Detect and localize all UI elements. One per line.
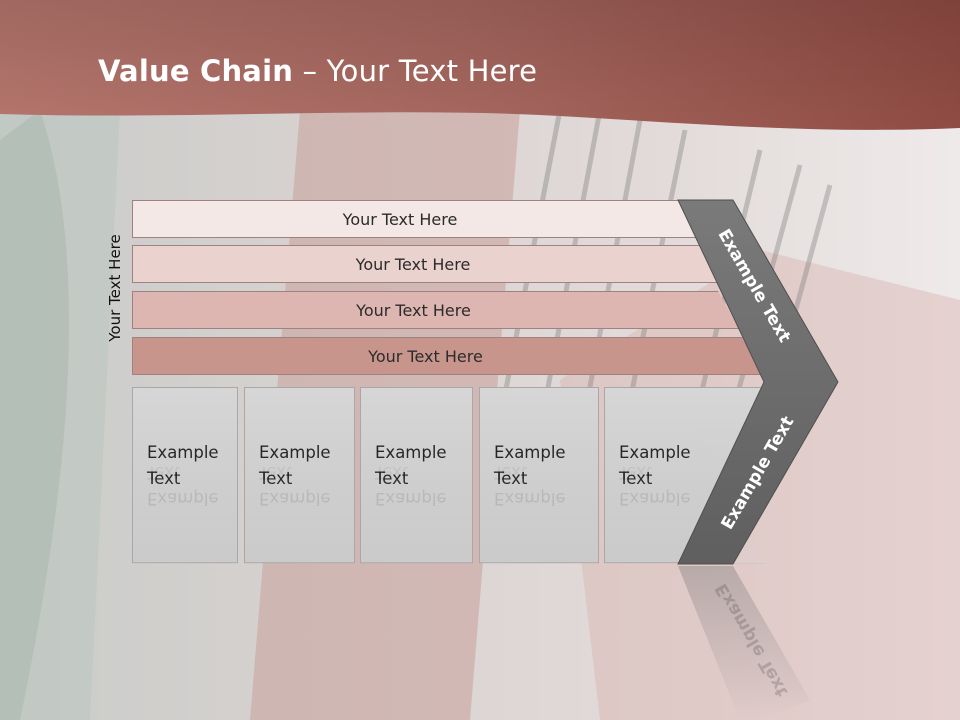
bar-1[interactable]: Your Text Here (132, 200, 712, 238)
bar-3-label: Your Text Here (356, 300, 471, 320)
column-3-line2: Text (375, 466, 455, 492)
bar-3[interactable]: Your Text Here (132, 291, 739, 329)
title-bold: Value Chain (98, 54, 294, 88)
column-2[interactable]: Example Text (244, 387, 355, 563)
bar-4-label: Your Text Here (368, 346, 483, 366)
column-4-line2: Text (494, 466, 574, 492)
column-4[interactable]: Example Text (479, 387, 599, 563)
page-title: Value Chain – Your Text Here (98, 54, 537, 88)
bar-4[interactable]: Your Text Here (132, 337, 763, 375)
column-1-line2: Text (147, 466, 227, 492)
column-3-line1: Example (375, 440, 455, 466)
column-1-line1: Example (147, 440, 227, 466)
column-1[interactable]: Example Text (132, 387, 238, 563)
bar-1-label: Your Text Here (342, 209, 458, 229)
title-rest: – Your Text Here (293, 54, 538, 88)
bar-2-label: Your Text Here (355, 254, 471, 274)
column-5-line1: Example (619, 440, 699, 466)
column-2-line1: Example (259, 440, 339, 466)
bar-2[interactable]: Your Text Here (132, 245, 738, 283)
column-2-line2: Text (259, 466, 339, 492)
column-5-line2: Text (619, 466, 699, 492)
column-4-line1: Example (494, 440, 574, 466)
column-3[interactable]: Example Text (360, 387, 473, 563)
